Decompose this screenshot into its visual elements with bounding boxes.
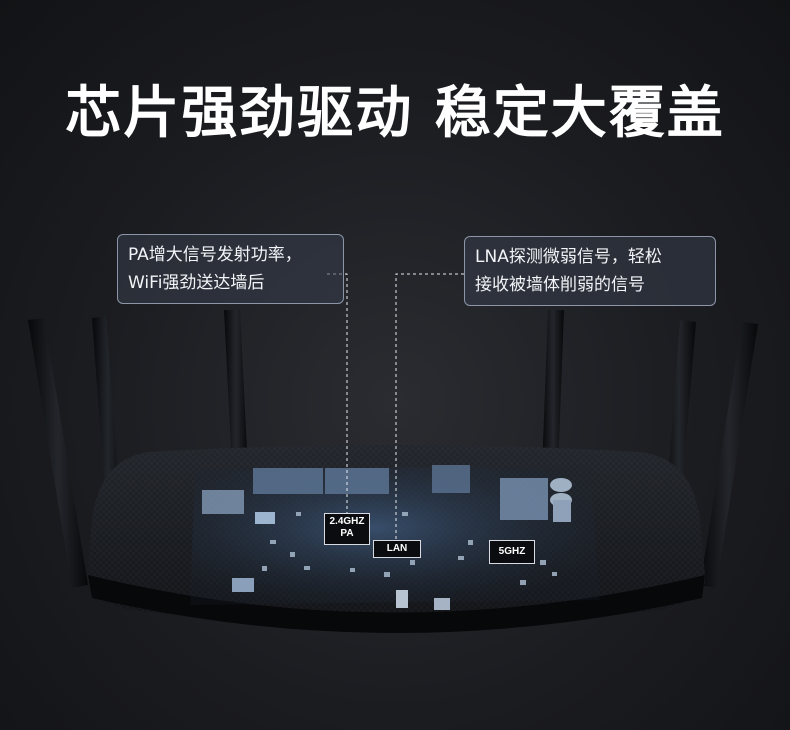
antenna-left-outer [28,318,88,588]
callout-pa-line2: WiFi强劲送达墙后 [128,273,265,293]
chip-label-24ghz-pa: 2.4GHZ PA [324,513,370,545]
callout-lna: LNA探测微弱信号，轻松 接收被墙体削弱的信号 [464,236,716,306]
chip-label-lan: LAN [373,540,421,558]
callout-pa: PA增大信号发射功率， WiFi强劲送达墙后 [117,234,344,304]
callout-lna-line2: 接收被墙体削弱的信号 [475,275,645,295]
antenna-left-center [224,310,248,470]
callout-pa-line1: PA增大信号发射功率， [128,245,302,265]
chip-label-5ghz: 5GHZ [489,540,535,564]
antenna-right-center [542,310,564,470]
chip-label-pa: PA [340,528,354,539]
callout-lna-line1: LNA探测微弱信号，轻松 [475,247,662,267]
chip-label-24ghz: 2.4GHZ [329,516,365,527]
antenna-right-outer [700,322,758,588]
headline: 芯片强劲驱动 稳定大覆盖 [65,81,725,146]
circuit-board [190,273,600,610]
